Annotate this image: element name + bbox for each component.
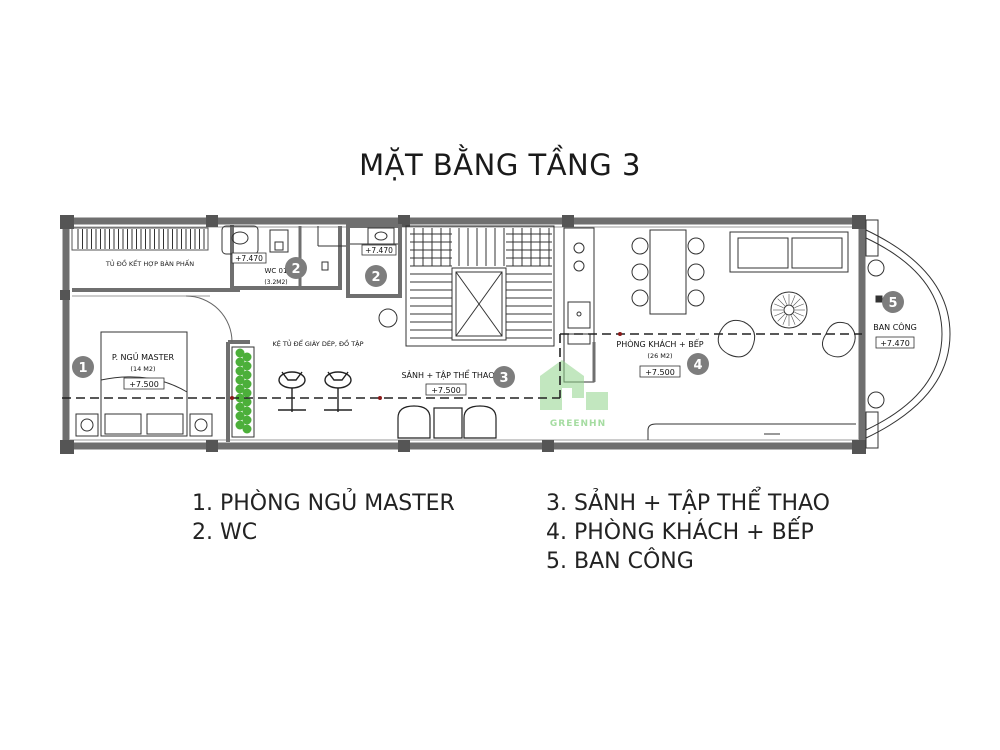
plant-leaf xyxy=(242,388,252,398)
lobby-label: SẢNH + TẬP THỂ THAO xyxy=(401,368,494,381)
staircase xyxy=(405,225,555,347)
plant-leaf xyxy=(235,420,245,430)
plant-leaf xyxy=(235,357,245,367)
coffee-table-ray xyxy=(777,314,785,322)
plant-leaf xyxy=(242,379,252,389)
legend-right: 3. SẢNH + TẬP THỂ THAO 4. PHÒNG KHÁCH + … xyxy=(546,489,830,576)
wc1 xyxy=(221,225,348,290)
wc1-level-box xyxy=(231,252,267,264)
plant-leaf xyxy=(235,411,245,421)
coffee-table-ray xyxy=(794,312,804,317)
legend-left: 1. PHÒNG NGỦ MASTER 2. WC xyxy=(192,489,455,547)
plant-leaf xyxy=(242,361,252,371)
bedroom-level: +7.500 xyxy=(129,380,159,389)
plant-leaf xyxy=(242,352,252,362)
balcony-level: +7.470 xyxy=(880,339,910,348)
round-basin xyxy=(378,308,398,328)
wardrobe-label: TỦ ĐỒ KẾT HỢP BÀN PHẤN xyxy=(105,258,194,268)
bedroom-door xyxy=(185,295,233,343)
lobby-seating xyxy=(397,405,497,439)
coffee-table-ray xyxy=(774,303,784,308)
bedroom-area: (14 M2) xyxy=(130,365,155,373)
lobby-level: +7.500 xyxy=(431,386,461,395)
coffee-table-ray xyxy=(774,312,784,317)
plant-leaf xyxy=(235,393,245,403)
coffee-table-ray xyxy=(782,315,787,325)
balcony xyxy=(865,219,951,449)
marker-2a-text: 2 xyxy=(291,262,300,277)
plant-leaf xyxy=(235,366,245,376)
marker-2a xyxy=(285,257,307,279)
wc1-label: WC 01 xyxy=(265,267,288,275)
marker-2b xyxy=(365,265,387,287)
plant-leaf xyxy=(235,402,245,412)
marker-1-text: 1 xyxy=(78,361,87,376)
living-level: +7.500 xyxy=(645,368,675,377)
bedroom-label: P. NGỦ MASTER xyxy=(112,351,175,362)
sofa xyxy=(729,231,849,273)
balcony-level-box xyxy=(875,336,915,349)
legend-item-1: 1. PHÒNG NGỦ MASTER xyxy=(192,491,455,516)
plant-leaf xyxy=(242,397,252,407)
room-markers: 1 2 2 3 4 5 xyxy=(72,257,904,388)
marker-5-text: 5 xyxy=(888,296,897,311)
plant-leaf xyxy=(242,406,252,416)
living-label: PHÒNG KHÁCH + BẾP xyxy=(616,338,703,349)
section-dots xyxy=(230,332,622,400)
living-wall xyxy=(647,423,856,440)
plan-title: MẶT BẰNG TẦNG 3 xyxy=(359,148,641,182)
exercise-equipment xyxy=(278,371,352,412)
lobby-level-box xyxy=(425,383,467,396)
watermark-logo: GREENHN xyxy=(540,360,608,429)
plant-leaf xyxy=(242,424,252,434)
wc2-level: +7.470 xyxy=(365,246,393,255)
legend-item-2: 2. WC xyxy=(192,520,258,545)
marker-1 xyxy=(72,356,94,378)
marker-4 xyxy=(687,353,709,375)
marker-4-text: 4 xyxy=(693,358,702,373)
plant-leaf xyxy=(235,375,245,385)
plant-leaf xyxy=(235,384,245,394)
legend-item-3: 3. SẢNH + TẬP THỂ THAO xyxy=(546,491,831,516)
plant-leaf xyxy=(242,370,252,380)
marker-2b-text: 2 xyxy=(371,270,380,285)
legend-item-5: 5. BAN CÔNG xyxy=(546,549,694,574)
balcony-label: BAN CÔNG xyxy=(873,321,917,332)
wc2 xyxy=(346,224,402,298)
coffee-table-ray xyxy=(791,295,796,305)
living-area: (26 M2) xyxy=(647,352,672,360)
dining-table xyxy=(631,229,705,315)
wc1-level: +7.470 xyxy=(235,254,263,263)
marker-3 xyxy=(493,366,515,388)
watermark-text: GREENHN xyxy=(550,419,606,429)
kitchen-counter xyxy=(563,227,596,383)
bedroom-level-box xyxy=(123,377,165,390)
outer-walls xyxy=(62,217,866,450)
legend-item-4: 4. PHÒNG KHÁCH + BẾP xyxy=(546,520,814,545)
living-level-box xyxy=(639,365,681,378)
wardrobe xyxy=(71,227,240,297)
coffee-table-ray xyxy=(791,315,796,325)
armchairs xyxy=(717,319,856,358)
marker-5 xyxy=(882,291,904,313)
wc1-area: (3.2M2) xyxy=(264,279,287,286)
coffee-table-ray xyxy=(794,303,804,308)
coffee-table-ray xyxy=(793,298,801,306)
shoe-cabinet-label: KỆ TỦ ĐỂ GIÀY DÉP, ĐỒ TẬP xyxy=(272,338,363,348)
coffee-table-ray xyxy=(782,295,787,305)
marker-3-text: 3 xyxy=(499,371,508,386)
plants xyxy=(231,346,255,438)
coffee-table-ray xyxy=(777,298,785,306)
wc2-level-box xyxy=(361,244,397,256)
plant-leaf xyxy=(242,415,252,425)
inner-outline xyxy=(70,226,858,441)
coffee-table-ray xyxy=(793,314,801,322)
plant-leaf xyxy=(235,348,245,358)
coffee-table xyxy=(770,291,808,329)
